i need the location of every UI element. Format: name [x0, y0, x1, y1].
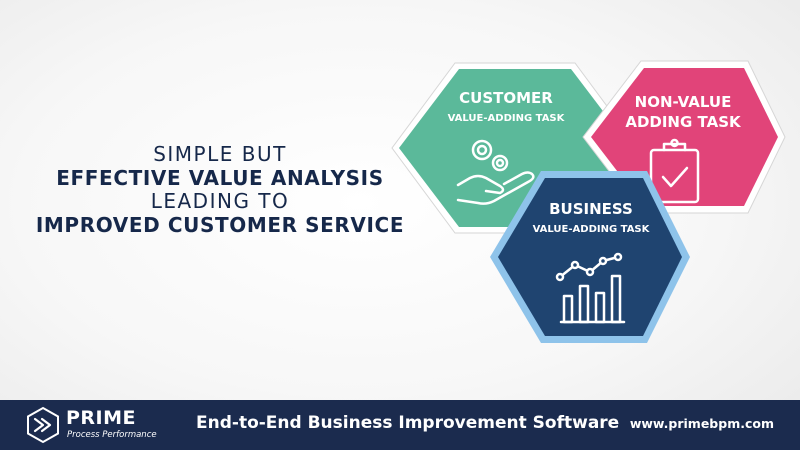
non-value-title-line-2: ADDING TASK [625, 113, 742, 131]
brand-name: PRIME [66, 407, 137, 429]
customer-subtitle: VALUE-ADDING TASK [448, 113, 566, 124]
website-link[interactable]: www.primebpm.com [629, 416, 774, 431]
hexagon-diagram: CUSTOMER VALUE-ADDING TASK NON-VALUE ADD… [391, 60, 786, 343]
prime-logo-icon [27, 406, 59, 444]
hand-coins-icon [456, 139, 535, 205]
brand-subtitle: Process Performance [67, 430, 157, 440]
footer-bar: PRIME Process Performance End-to-End Bus… [0, 400, 800, 450]
non-value-title-line-1: NON-VALUE [635, 93, 732, 111]
clipboard-check-icon [649, 138, 700, 204]
headline-line-4: IMPROVED CUSTOMER SERVICE [35, 212, 405, 237]
customer-title: CUSTOMER [459, 89, 553, 107]
bar-chart-trend-icon [555, 252, 626, 324]
footer-tagline: End-to-End Business Improvement Software [196, 413, 620, 433]
business-hexagon: BUSINESS VALUE-ADDING TASK [490, 171, 690, 343]
headline-line-1: SIMPLE BUT [153, 142, 287, 166]
business-subtitle: VALUE-ADDING TASK [533, 224, 651, 235]
business-title: BUSINESS [549, 200, 633, 218]
headline-line-3: LEADING TO [150, 189, 290, 214]
headline-line-2: EFFECTIVE VALUE ANALYSIS [56, 165, 384, 190]
headline: SIMPLE BUT EFFECTIVE VALUE ANALYSIS LEAD… [0, 142, 440, 237]
